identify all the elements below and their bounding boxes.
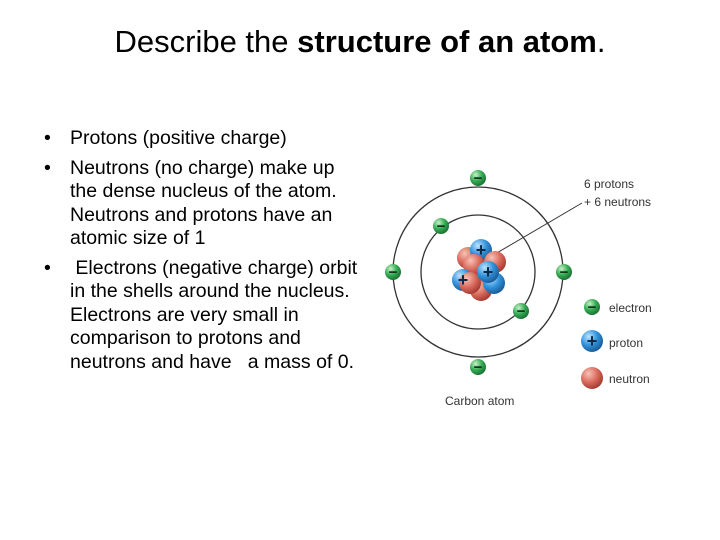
electron: − [433, 218, 449, 235]
proton-symbol: + [458, 270, 469, 290]
callout-protons: 6 protons [584, 177, 634, 191]
legend-proton-marker [581, 330, 603, 352]
bullet-neutrons: • Neutrons (no charge) make up the dense … [44, 157, 362, 251]
bullet-text: Neutrons (no charge) make up the dense n… [70, 156, 343, 250]
inner-orbit [420, 214, 536, 330]
svg-text:−: − [560, 264, 569, 281]
diagram-caption: Carbon atom [445, 394, 514, 408]
title-bold: structure of an atom [297, 24, 597, 59]
proton [477, 261, 499, 283]
svg-text:−: − [437, 218, 446, 235]
svg-text:−: − [389, 264, 398, 281]
legend: − electron + proton neutron [581, 299, 652, 389]
bullet-dot: • [44, 156, 51, 179]
bullet-dot: • [44, 256, 51, 279]
svg-text:+: + [587, 331, 598, 351]
carbon-atom-diagram: + + + − − − − − − 6 protons + 6 neutrons… [385, 170, 652, 408]
title-prefix: Describe the [114, 24, 298, 59]
bullet-dot: • [44, 127, 51, 149]
electron: − [470, 170, 486, 187]
legend-neutron-marker [581, 367, 603, 389]
bullet-text: Electrons (negative charge) orbit in the… [70, 256, 363, 373]
legend-proton-label: proton [609, 336, 643, 350]
legend-neutron-label: neutron [609, 372, 650, 386]
title-suffix: . [596, 24, 606, 59]
svg-text:−: − [588, 299, 597, 316]
callout-neutrons: + 6 neutrons [584, 195, 651, 209]
bullet-list: • Protons (positive charge) • Neutrons (no… [44, 127, 362, 380]
slide-title: Describe the structure of an atom. [0, 22, 720, 62]
bullet-electrons: • Electrons (negative charge) orbit in t… [44, 257, 362, 375]
legend-electron-label: electron [609, 301, 652, 315]
electron: − [556, 264, 572, 281]
legend-electron-marker [584, 299, 600, 315]
nucleus: + + + [452, 239, 506, 301]
electron: − [470, 359, 486, 376]
electron: − [385, 264, 401, 281]
bullet-text: Protons (positive charge) [70, 127, 287, 149]
proton-symbol: + [483, 262, 494, 282]
callout-line [489, 202, 583, 258]
proton-symbol: + [476, 240, 487, 260]
svg-text:−: − [474, 170, 483, 187]
electron: − [513, 303, 529, 320]
bullet-protons: • Protons (positive charge) [44, 127, 362, 151]
svg-text:−: − [474, 359, 483, 376]
svg-text:−: − [517, 303, 526, 320]
neutron [459, 272, 481, 294]
